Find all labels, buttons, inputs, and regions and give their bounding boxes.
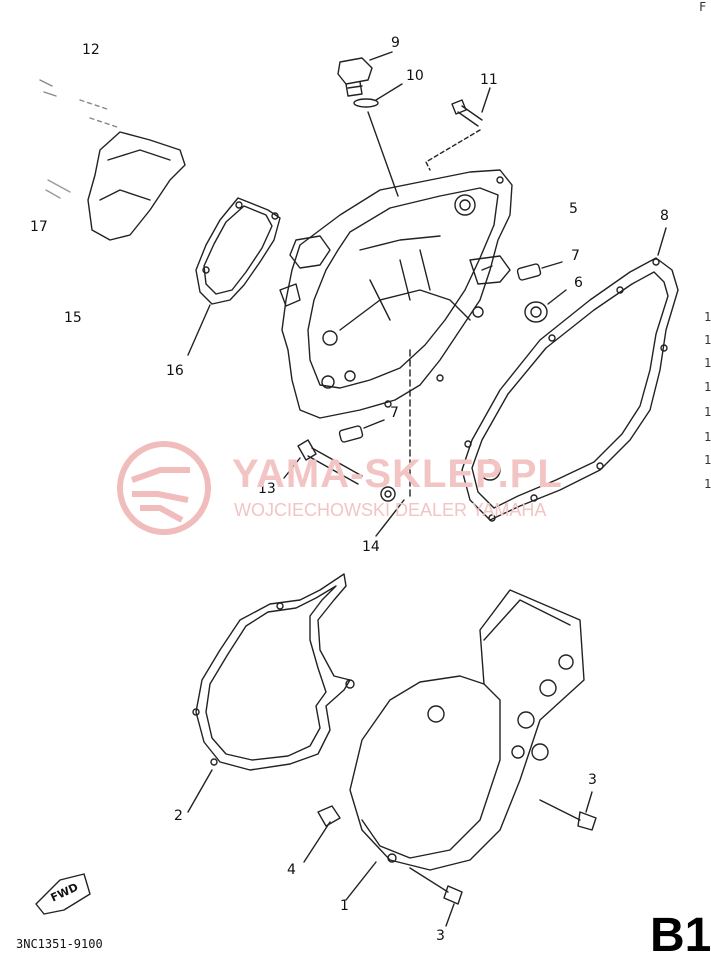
- watermark-title: YAMA-SKLEP.PL: [232, 452, 563, 496]
- part-2-gasket: [187, 573, 355, 813]
- part-3-bolt-bottom: [409, 867, 463, 927]
- part-9-oil-plug: [337, 51, 393, 97]
- part-1-generator-cover: [345, 589, 585, 901]
- callout-12: 12: [82, 42, 100, 58]
- part-4-damper: [303, 805, 341, 863]
- callout-5: 5: [569, 201, 578, 217]
- callout-3: 3: [436, 928, 445, 944]
- part-10-o-ring: [353, 83, 403, 197]
- part-7-dowel-lower: [338, 419, 385, 443]
- part-5-crankcase-cover: [279, 169, 513, 419]
- edge-fragment: 1: [704, 453, 711, 467]
- part-13-long-bolt: [283, 439, 363, 485]
- part-6-oil-seal: [524, 289, 567, 323]
- part-11-bolt: [425, 87, 491, 171]
- callout-2: 2: [174, 808, 183, 824]
- callout-4: 4: [287, 862, 296, 878]
- callout-3: 3: [588, 772, 597, 788]
- edge-fragment: 1: [704, 333, 711, 347]
- callout-13: 13: [258, 481, 276, 497]
- callout-8: 8: [660, 208, 669, 224]
- edge-fragment: 1: [704, 310, 711, 324]
- edge-fragment: 1: [704, 380, 711, 394]
- callout-11: 11: [480, 72, 498, 88]
- callout-9: 9: [391, 35, 400, 51]
- part-14-washer: [375, 349, 411, 537]
- callout-6: 6: [574, 275, 583, 291]
- callout-14: 14: [362, 539, 380, 555]
- edge-fragment: 1: [704, 405, 711, 419]
- callout-1: 1: [340, 898, 349, 914]
- edge-fragment: 1: [704, 477, 711, 491]
- callout-15: 15: [64, 310, 82, 326]
- part-17-small-cover: [39, 79, 186, 241]
- watermark-subtitle: WOJCIECHOWSKI DEALER YAMAHA: [234, 500, 547, 520]
- part-7-dowel-upper: [516, 261, 563, 281]
- callout-7: 7: [390, 405, 399, 421]
- edge-fragment: 1: [704, 430, 711, 444]
- callout-10: 10: [406, 68, 424, 84]
- part-3-bolt-right: [539, 791, 597, 831]
- yamaha-logo-watermark: [117, 441, 211, 535]
- edge-fragment: 1: [704, 356, 711, 370]
- page-label: B1: [650, 909, 711, 962]
- callout-16: 16: [166, 363, 184, 379]
- callout-17: 17: [30, 219, 48, 235]
- edge-fragment: F: [699, 0, 707, 14]
- part-16-gasket: [187, 197, 281, 356]
- diagram-code: 3NC1351-9100: [16, 937, 103, 951]
- part-8-gasket: [461, 227, 679, 522]
- fwd-arrow-icon: [35, 873, 91, 915]
- callout-7: 7: [571, 248, 580, 264]
